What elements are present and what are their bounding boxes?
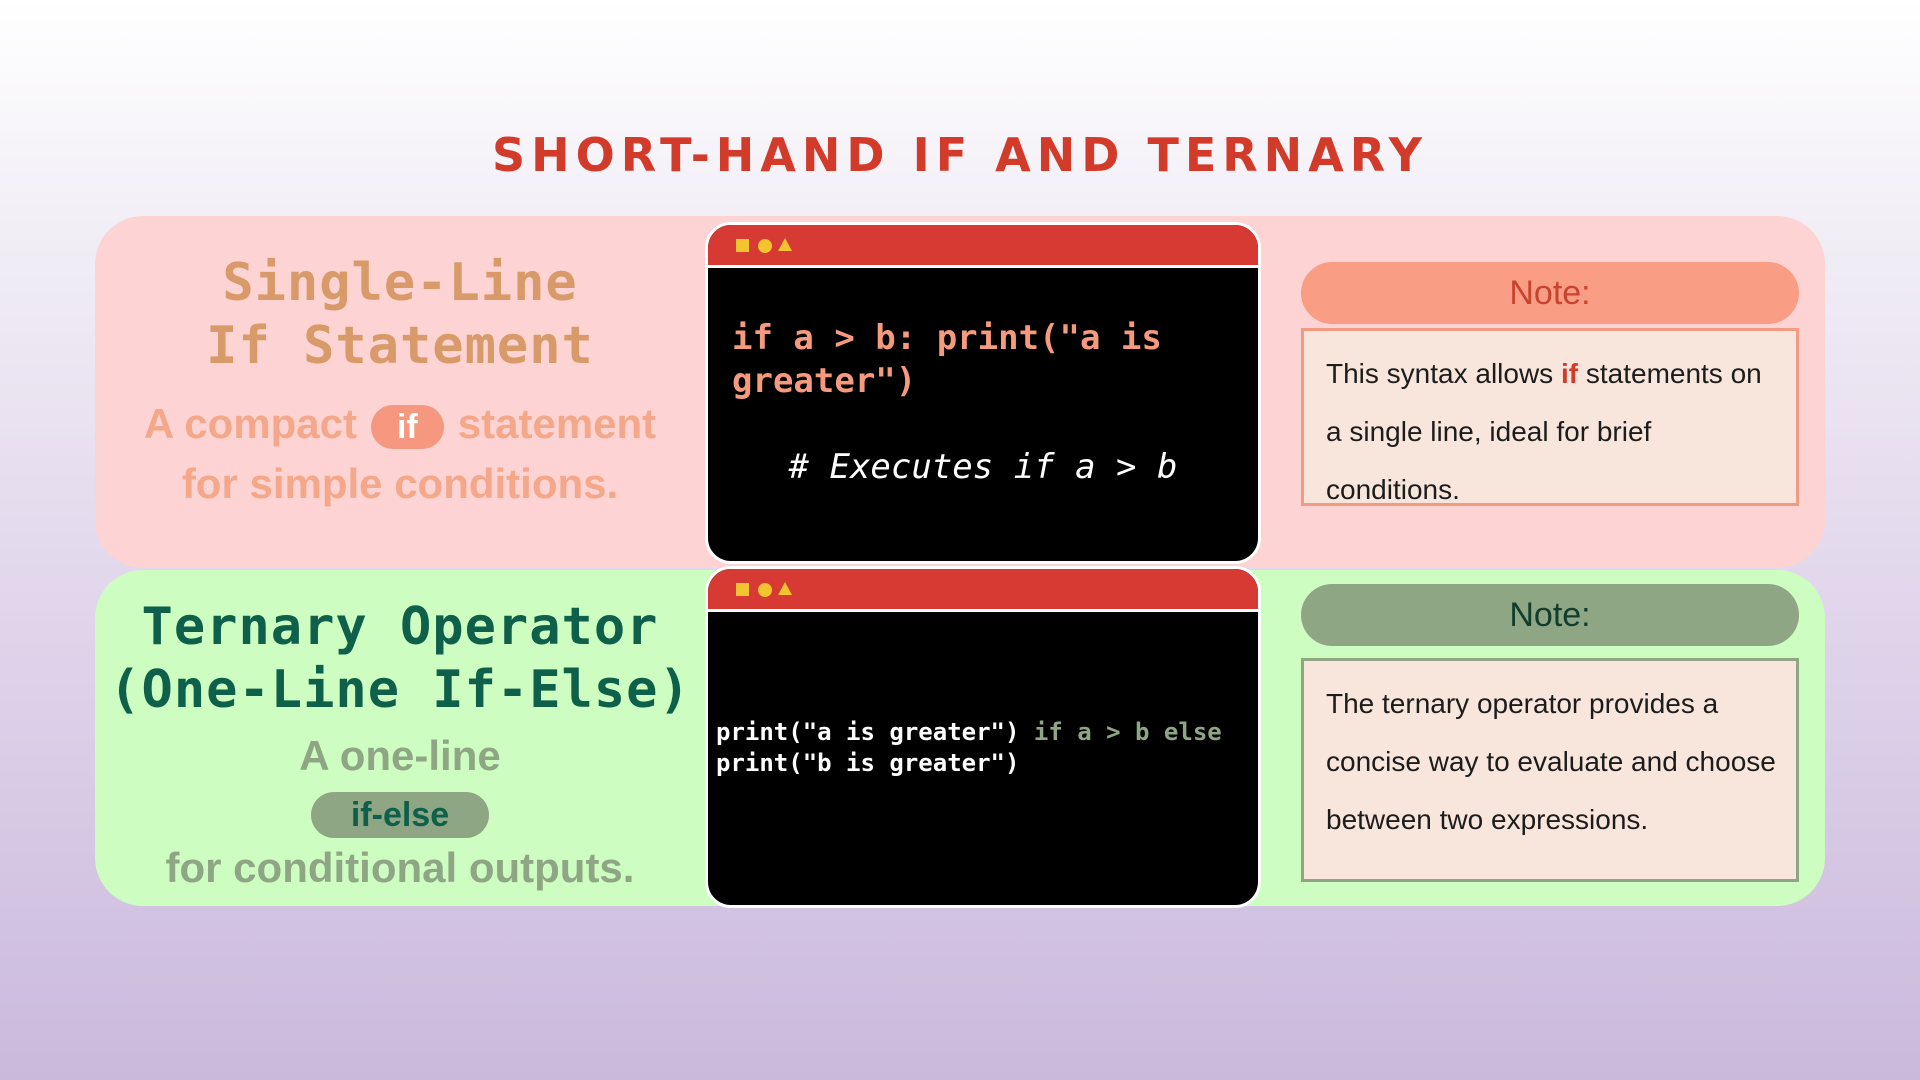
desc-line-2: for simple conditions. — [181, 460, 619, 507]
desc-post: statement — [457, 400, 657, 447]
single-line-note: Note: This syntax allows if statements o… — [1301, 262, 1799, 506]
single-line-description: A compact if statement for simple conditio… — [95, 394, 705, 514]
code-part-2: print("b is greater") — [716, 749, 1020, 777]
code-window-ternary: print("a is greater") if a > b else prin… — [705, 566, 1261, 908]
triangle-button-icon[interactable] — [778, 582, 792, 595]
ternary-panel: Ternary Operator (One-Line If-Else) A on… — [95, 566, 1825, 908]
desc-line-2: for conditional outputs. — [165, 844, 635, 891]
note-text-pre: This syntax allows — [1326, 358, 1554, 389]
note-label: Note: — [1301, 584, 1799, 646]
heading-line-2: If Statement — [206, 316, 594, 376]
window-titlebar — [708, 225, 1258, 268]
page-title: Short-Hand If and Ternary — [492, 128, 1428, 182]
ternary-description: A one-line if-else for conditional outpu… — [95, 728, 705, 896]
note-box: This syntax allows if statements on a si… — [1301, 328, 1799, 506]
heading-line-2: (One-Line If-Else) — [109, 660, 691, 720]
triangle-button-icon[interactable] — [778, 238, 792, 251]
code-snippet: if a > b: print("a is greater") — [732, 318, 1162, 401]
circle-button-icon[interactable] — [758, 583, 772, 597]
note-text-post: statements on a single line, ideal for b… — [1326, 358, 1762, 505]
heading-line-1: Single-Line — [222, 253, 578, 313]
desc-pre: A compact — [143, 400, 357, 447]
code-window-single-line: if a > b: print("a is greater") # Execut… — [705, 222, 1261, 564]
single-line-heading: Single-Line If Statement — [95, 252, 705, 378]
note-highlight: if — [1560, 358, 1579, 389]
code-comment: # Executes if a > b — [788, 447, 1178, 487]
code-snippet: print("a is greater") if a > b else prin… — [716, 717, 1256, 779]
heading-line-1: Ternary Operator — [141, 597, 659, 657]
code-part-1: print("a is greater") — [716, 718, 1020, 746]
window-titlebar — [708, 569, 1258, 612]
code-keyword: if a > b else — [1033, 718, 1222, 746]
if-keyword-pill: if — [370, 404, 444, 449]
ternary-note: Note: The ternary operator provides a co… — [1301, 584, 1799, 882]
square-button-icon[interactable] — [736, 583, 749, 596]
square-button-icon[interactable] — [736, 239, 749, 252]
circle-button-icon[interactable] — [758, 239, 772, 253]
note-box: The ternary operator provides a concise … — [1301, 658, 1799, 882]
if-else-keyword-pill: if-else — [310, 792, 490, 838]
ternary-intro: Ternary Operator (One-Line If-Else) A on… — [95, 596, 705, 896]
desc-line-1: A one-line — [299, 732, 501, 779]
ternary-heading: Ternary Operator (One-Line If-Else) — [95, 596, 705, 722]
note-label: Note: — [1301, 262, 1799, 324]
